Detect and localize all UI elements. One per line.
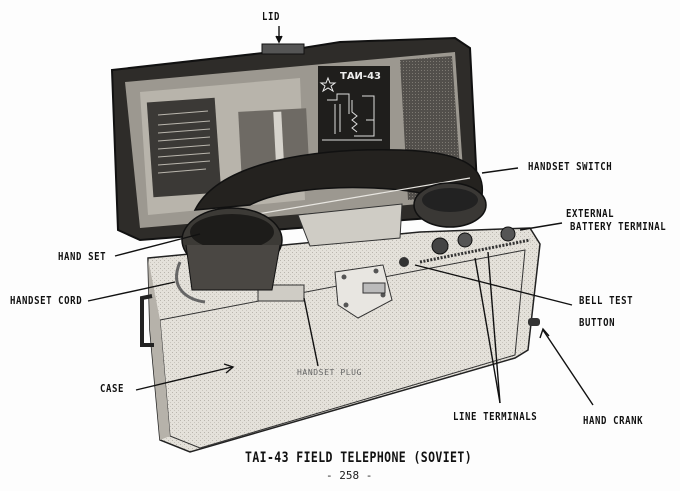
label-lid: LID: [262, 12, 281, 24]
label-line-terminals: LINE TERMINALS: [453, 412, 538, 424]
leader-handset-switch: [481, 167, 519, 174]
label-external-battery-2: BATTERY TERMINAL: [570, 222, 667, 234]
hand-crank-knob: [528, 318, 540, 326]
figure-caption: TAI-43 FIELD TELEPHONE (SOVIET): [245, 449, 473, 466]
handset: [175, 149, 487, 304]
star-icon: [319, 76, 337, 93]
terminal-strip: [399, 226, 531, 267]
leader-hand-crank: [542, 329, 594, 406]
leader-handset-cord: [87, 281, 176, 302]
leader-handset-plug: [303, 297, 319, 367]
label-external-battery-1: EXTERNAL: [566, 209, 615, 221]
leader-external-battery: [519, 222, 563, 231]
label-bell-test-2: BUTTON: [579, 318, 616, 330]
leader-lines: [87, 26, 594, 406]
label-handset-cord: HANDSET CORD: [10, 296, 83, 308]
leader-line-terminal-2: [487, 251, 501, 404]
leader-line-terminal-1: [474, 257, 501, 404]
label-handset-switch: HANDSET SWITCH: [528, 162, 613, 174]
label-hand-set: HAND SET: [58, 252, 107, 264]
leader-case: [135, 366, 233, 391]
hinge-plate: [334, 264, 393, 319]
model-plate-text: ТАИ-43: [340, 71, 381, 82]
leader-bell-test: [414, 264, 573, 306]
label-case: CASE: [100, 384, 125, 396]
leader-hand-set: [114, 233, 201, 257]
page-number: - 258 -: [326, 469, 373, 482]
label-hand-crank: HAND CRANK: [583, 416, 644, 428]
instruction-plate: [146, 97, 222, 198]
schematic-plate: [318, 66, 390, 161]
case-stamp-text: HANDSET PLUG: [297, 368, 362, 377]
label-bell-test-1: BELL TEST: [579, 296, 634, 308]
